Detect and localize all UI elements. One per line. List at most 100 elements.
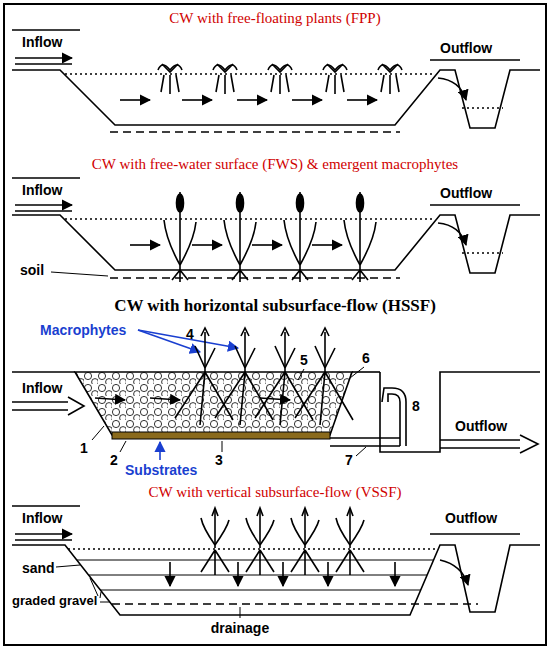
panel-title: CW with vertical subsurface-flow (VSSF) [148,484,401,501]
plant-stroke [162,64,178,72]
callout-number: 5 [300,352,308,369]
flow-arrow [150,398,180,400]
plant-stroke [216,75,234,94]
flow-arrow [95,398,125,400]
plant-stroke [304,510,306,548]
flow-arrow [169,562,171,586]
flow-arrow [120,99,150,101]
plant-stroke [336,550,364,575]
fpp-basin [12,30,540,132]
cattail-head [177,194,184,212]
flow-arrow [312,244,342,246]
plant-stroke [217,64,233,72]
inflow-label: Inflow [22,510,62,527]
plant-stroke [291,518,319,545]
callout-number: 8 [412,398,420,415]
plant-stroke [349,510,351,548]
plant-stroke [161,75,179,94]
flow-arrow [182,99,212,101]
callout-number: 2 [110,452,118,469]
flow-arrow [192,244,222,246]
plant-stroke [327,64,343,72]
fws-basin [12,178,540,278]
inflow-label: Inflow [22,182,62,199]
layer-label: drainage [211,620,269,637]
plant-stroke [378,65,402,70]
plant-stroke [232,270,248,282]
callout-number: 3 [215,452,223,469]
flow-arrow [237,562,239,586]
plant-stroke [302,508,308,516]
inflow-label: Inflow [22,380,62,397]
plant-stroke [336,518,364,545]
hssf-bed [12,330,540,460]
layer-label: soil [20,262,44,279]
plant-stroke [214,510,216,548]
part-label: Substrates [125,462,197,479]
plant-stroke [292,270,308,282]
flow-arrow [282,562,284,586]
plant-stroke [326,75,344,94]
plant-stroke [255,372,313,425]
outflow-label: Outflow [445,510,497,527]
plant-stroke [213,65,237,70]
cattail-head [297,194,304,212]
flow-arrow [394,562,396,586]
flow-arrow [252,244,282,246]
plant-stroke [321,328,329,336]
plant-stroke [246,550,274,575]
callout-number: 7 [345,452,353,469]
plant-stroke [235,346,255,368]
outflow-label: Outflow [440,185,492,202]
plant-stroke [259,510,261,548]
plants [95,64,402,586]
callout-number: 4 [186,326,194,343]
outflow-label: Outflow [440,40,492,57]
plant-stroke [295,372,353,425]
plant-stroke [158,65,182,70]
plant-stroke [382,64,398,72]
plant-stroke [257,508,263,516]
plant-stroke [281,328,289,336]
plant-stroke [201,518,229,545]
plant-stroke [284,220,316,265]
plant-stroke [164,220,196,265]
flow-arrow [327,562,329,586]
flow-arrow [130,244,160,246]
plant-stroke [352,270,368,282]
plant-stroke [201,328,209,336]
plant-stroke [224,220,256,265]
plant-stroke [323,65,347,70]
cattail-head [357,194,364,212]
panel-title: CW with horizontal subsurface-flow (HSSF… [114,296,436,316]
plant-stroke [175,372,233,425]
layer-label: graded gravel [12,592,97,609]
flow-arrow [292,99,322,101]
plant-stroke [275,346,295,368]
plant-stroke [344,220,376,265]
plant-stroke [272,64,288,72]
plant-stroke [291,550,319,575]
flow-arrow [260,398,290,400]
panel-title: CW with free-water surface (FWS) & emerg… [92,156,458,173]
layer-label: sand [22,560,55,577]
plant-stroke [246,518,274,545]
plant-stroke [195,346,215,368]
frame [4,4,546,645]
plant-stroke [347,508,353,516]
cattail-head [237,194,244,212]
plant-stroke [315,346,335,368]
callout-number: 6 [362,350,370,367]
vssf-bed [12,506,540,618]
plant-stroke [201,550,229,575]
plant-stroke [268,65,292,70]
plant-stroke [271,75,289,94]
part-label: Macrophytes [40,322,126,339]
plant-stroke [172,270,188,282]
plant-stroke [381,75,399,94]
panel-title: CW with free-floating plants (FPP) [169,10,380,27]
plant-stroke [212,508,218,516]
callout-number: 1 [80,440,88,457]
flow-arrow [237,99,267,101]
